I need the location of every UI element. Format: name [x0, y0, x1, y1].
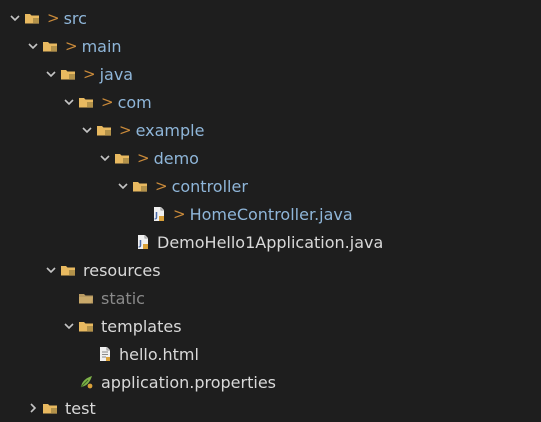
tree-row-label: example [135, 120, 205, 140]
tree-row-com[interactable]: > com [0, 88, 541, 116]
tree-row-label: static [101, 288, 145, 308]
chevron-down-icon[interactable] [44, 263, 58, 277]
tree-row-app-properties[interactable]: application.properties [0, 368, 541, 396]
tree-row-label: templates [101, 316, 182, 336]
tree-row-templates[interactable]: templates [0, 312, 541, 340]
tree-row-label: DemoHello1Application.java [157, 232, 384, 252]
folder-package-icon [42, 400, 60, 416]
java-file-icon: J [134, 234, 152, 250]
chevron-down-icon[interactable] [80, 123, 94, 137]
project-explorer-tree: > src > main > java > com [0, 4, 541, 418]
folder-package-icon [24, 10, 42, 26]
dirty-marker: > [65, 37, 78, 55]
tree-row-label: hello.html [119, 344, 199, 364]
folder-package-icon [42, 38, 60, 54]
tree-row-static[interactable]: static [0, 284, 541, 312]
chevron-down-icon[interactable] [98, 151, 112, 165]
java-file-icon: J [150, 206, 168, 222]
folder-package-icon [78, 94, 96, 110]
tree-row-label: controller [171, 176, 248, 196]
chevron-down-icon[interactable] [26, 39, 40, 53]
chevron-right-icon[interactable] [26, 401, 40, 415]
folder-package-icon [132, 178, 150, 194]
tree-row-label: java [99, 64, 134, 84]
folder-package-icon [60, 66, 78, 82]
dirty-marker: > [155, 177, 168, 195]
svg-text:J: J [138, 239, 142, 248]
chevron-down-icon[interactable] [116, 179, 130, 193]
tree-row-home-controller[interactable]: J > HomeController.java [0, 200, 541, 228]
tree-row-src[interactable]: > src [0, 4, 541, 32]
properties-file-icon [78, 374, 96, 390]
html-file-icon [96, 346, 114, 362]
tree-row-demo[interactable]: > demo [0, 144, 541, 172]
tree-row-label: demo [153, 148, 199, 168]
chevron-down-icon[interactable] [62, 95, 76, 109]
tree-row-hello-html[interactable]: hello.html [0, 340, 541, 368]
tree-row-test[interactable]: test [0, 394, 541, 422]
chevron-down-icon[interactable] [8, 11, 22, 25]
dirty-marker: > [101, 93, 114, 111]
tree-row-label: HomeController.java [189, 204, 353, 224]
tree-row-label: resources [83, 260, 161, 280]
folder-package-icon [96, 122, 114, 138]
tree-row-example[interactable]: > example [0, 116, 541, 144]
dirty-marker: > [119, 121, 132, 139]
folder-icon [78, 290, 96, 306]
tree-row-main[interactable]: > main [0, 32, 541, 60]
chevron-down-icon[interactable] [44, 67, 58, 81]
dirty-marker: > [47, 9, 60, 27]
dirty-marker: > [83, 65, 96, 83]
folder-package-icon [114, 150, 132, 166]
tree-row-label: src [63, 8, 87, 28]
tree-row-label: com [117, 92, 152, 112]
tree-row-label: main [81, 36, 122, 56]
folder-package-icon [60, 262, 78, 278]
tree-row-java[interactable]: > java [0, 60, 541, 88]
dirty-marker: > [173, 205, 186, 223]
svg-text:J: J [154, 211, 158, 220]
tree-row-demo-app[interactable]: J DemoHello1Application.java [0, 228, 541, 256]
chevron-down-icon[interactable] [62, 319, 76, 333]
dirty-marker: > [137, 149, 150, 167]
tree-row-controller[interactable]: > controller [0, 172, 541, 200]
folder-package-icon [78, 318, 96, 334]
tree-row-resources[interactable]: resources [0, 256, 541, 284]
tree-row-label: application.properties [101, 372, 276, 392]
tree-row-label: test [65, 398, 96, 418]
